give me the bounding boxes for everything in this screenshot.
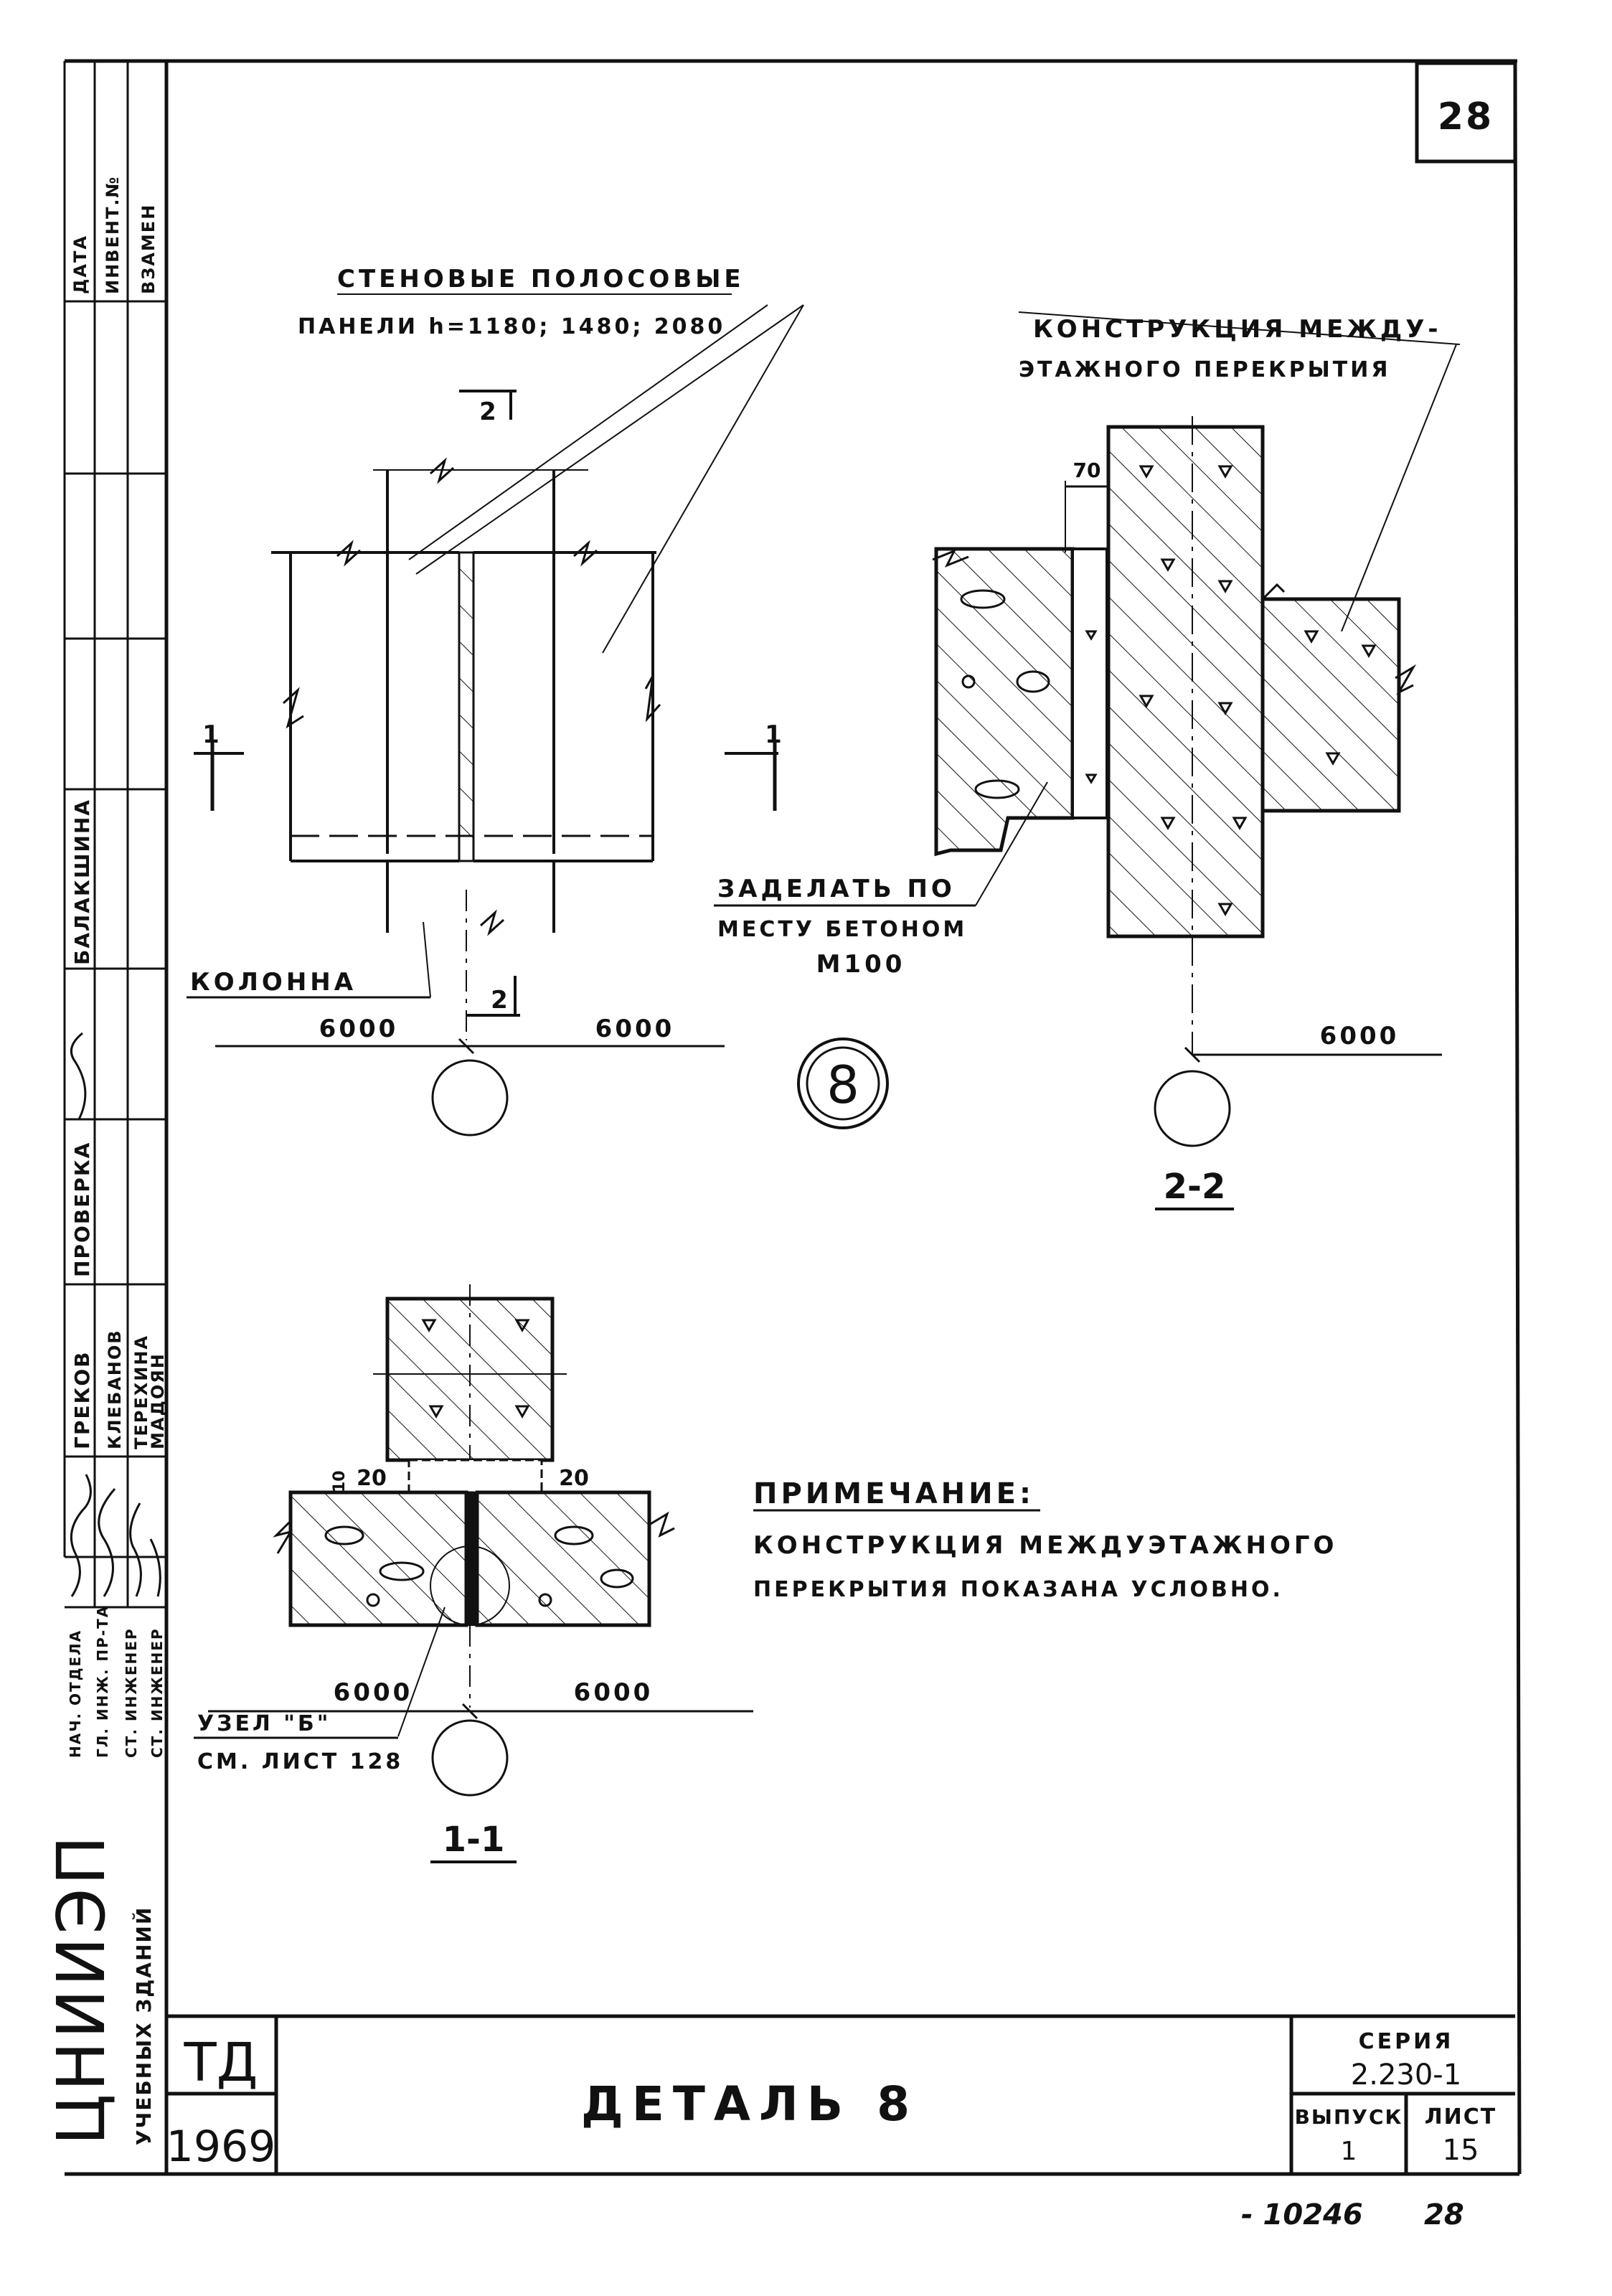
stamp-role-2: ГЛ. ИНЖ. ПР-ТА (94, 1605, 111, 1758)
section-2-dim-6000: 6000 (1320, 1022, 1400, 1050)
stamp-author-top: ГРЕКОВ (70, 1350, 94, 1449)
note-heading: ПРИМЕЧАНИЕ: (753, 1477, 1034, 1510)
plan-dim-right: 6000 (595, 1015, 675, 1043)
node-label-1: УЗЕЛ "Б" (197, 1711, 331, 1736)
detail-number: 8 (826, 1055, 859, 1115)
stamp-replace-label: ВЗАМЕН (138, 204, 159, 294)
title-block-year: 1969 (166, 2122, 276, 2172)
drawing-title: ДЕТАЛЬ 8 (581, 2076, 918, 2132)
stamp-check-label: ПРОВЕРКА (70, 1142, 94, 1277)
section-1-right: 1 (765, 720, 785, 749)
side-stamp (63, 61, 166, 1609)
page-number-box: 28 (1415, 61, 1517, 164)
section-1-dim-left: 6000 (334, 1678, 413, 1707)
fill-label-3: М100 (816, 950, 906, 979)
signature-scribbles (70, 1032, 161, 1597)
sheet-value: 15 (1443, 2134, 1479, 2167)
section-2-top: 2 (479, 397, 499, 426)
wall-panels-label-2: ПАНЕЛИ h=1180; 1480; 2080 (298, 314, 725, 339)
footer-stamp: - 10246 (1241, 2198, 1363, 2231)
section-1-title: 1-1 (443, 1820, 505, 1860)
section-2-2-aggregate (960, 465, 1377, 917)
section-1-dim-right: 6000 (574, 1678, 654, 1707)
stamp-name-1: КЛЕБАНОВ (105, 1329, 125, 1449)
fill-label-2: МЕСТУ БЕТОНОМ (717, 917, 967, 942)
slab-label-2: ЭТАЖНОГО ПЕРЕКРЫТИЯ (1019, 357, 1390, 382)
section-2-title: 2-2 (1164, 1167, 1226, 1207)
section-1-1-aggregate (324, 1319, 634, 1607)
section-1-dim-10: 10 (331, 1470, 349, 1492)
footer-page: 28 (1424, 2198, 1464, 2231)
plan-dim-left: 6000 (319, 1015, 399, 1043)
stamp-approver: БАЛАКШИНА (70, 799, 94, 965)
section-1-dim-20-right: 20 (559, 1466, 589, 1491)
section-2-2 (932, 311, 1461, 1147)
note-line-2: ПЕРЕКРЫТИЯ ПОКАЗАНА УСЛОВНО. (753, 1577, 1283, 1602)
institute-name: ЦНИИЭП (43, 1832, 120, 2145)
institute-subtitle: УЧЕБНЫХ ЗДАНИЙ (131, 1906, 156, 2145)
title-block (166, 2014, 1515, 2174)
wall-panels-label-1: СТЕНОВЫЕ ПОЛОСОВЫЕ (337, 265, 745, 293)
section-2-bottom: 2 (491, 986, 511, 1015)
stamp-date-label: ДАТА (70, 235, 90, 294)
fill-label-1: ЗАДЕЛАТЬ ПО (717, 875, 956, 903)
title-block-td: ТД (183, 2032, 258, 2094)
issue-value: 1 (1341, 2137, 1357, 2166)
series-value: 2.230-1 (1351, 2059, 1461, 2092)
issue-label: ВЫПУСК (1295, 2105, 1403, 2129)
drawing-frame (65, 59, 1522, 2176)
section-1-1 (194, 1284, 753, 1797)
stamp-role-1: НАЧ. ОТДЕЛА (67, 1629, 84, 1758)
stamp-role-3: СТ. ИНЖЕНЕР (123, 1627, 140, 1758)
stamp-name-2: ТЕРЕХИНА (131, 1335, 151, 1449)
column-label: КОЛОННА (190, 968, 357, 997)
section-1-left: 1 (202, 720, 222, 749)
note-line-1: КОНСТРУКЦИЯ МЕЖДУЭТАЖНОГО (753, 1531, 1337, 1560)
sheet-label: ЛИСТ (1425, 2104, 1497, 2130)
section-1-dim-20-left: 20 (357, 1466, 387, 1491)
stamp-name-3: МАДОЯН (148, 1352, 168, 1449)
node-label-2: СМ. ЛИСТ 128 (197, 1749, 403, 1774)
stamp-role-4: СТ. ИНЖЕНЕР (149, 1627, 166, 1758)
side-stamp-text: ДАТА ИНВЕНТ.№ ВЗАМЕН БАЛАКШИНА ПРОВЕРКА … (43, 176, 168, 2145)
page-number: 28 (1438, 95, 1494, 138)
plan-view (187, 304, 804, 1137)
series-label: СЕРИЯ (1359, 2029, 1454, 2054)
section-2-dim-70: 70 (1073, 458, 1101, 482)
detail-number-marker: 8 (797, 1038, 889, 1129)
stamp-invent-label: ИНВЕНТ.№ (103, 176, 123, 294)
slab-label-1: КОНСТРУКЦИЯ МЕЖДУ- (1033, 315, 1442, 344)
